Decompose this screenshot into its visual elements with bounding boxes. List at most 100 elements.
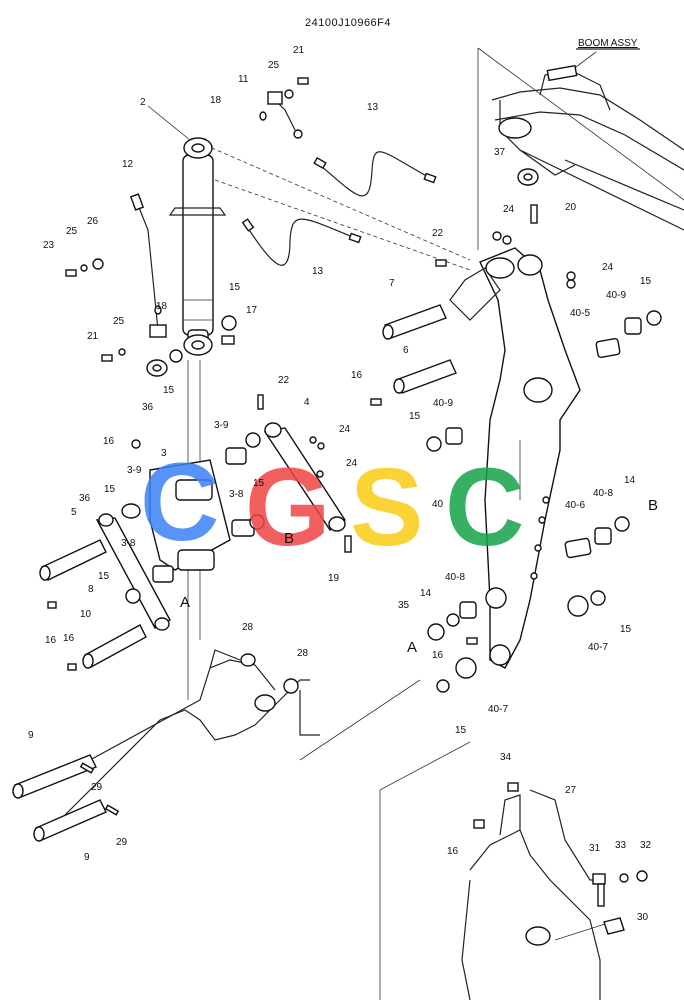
label-17: 17 [246,305,258,316]
label-12: 12 [122,159,134,170]
label-18b: 18 [156,301,168,312]
label-25b: 25 [66,226,78,237]
left-links-pins [39,503,171,671]
label-24b: 24 [602,262,614,273]
leader-lines [187,47,684,1000]
label-25a: 25 [268,60,280,71]
label-35: 35 [398,600,410,611]
label-7: 7 [389,278,395,289]
label-26: 26 [87,216,99,227]
label-16a: 16 [351,370,363,381]
label-8: 8 [88,584,94,595]
label-25c: 25 [113,316,125,327]
boom-body [449,247,581,669]
label-10: 10 [80,609,92,620]
label-21a: 21 [293,45,305,56]
label-16d: 16 [45,635,57,646]
part-labels: 2 21 25 11 18 13 12 23 25 26 13 18 21 25… [28,45,658,923]
boom-cylinder [168,137,227,356]
boom-assy-reference: BOOM ASSY [491,38,684,231]
label-23: 23 [43,240,55,251]
label-40: 40 [432,499,444,510]
label-32: 32 [640,840,652,851]
label-34: 34 [500,752,512,763]
label-5: 5 [71,507,77,518]
label-40-9a: 40-9 [606,290,626,301]
label-15b: 15 [163,385,175,396]
watermark-letter-3: S [350,446,423,569]
link-assembly [131,394,352,583]
pins-6-7 [370,259,463,452]
label-36b: 36 [79,493,91,504]
label-3-8b: 3-8 [121,538,136,549]
label-15a: 15 [229,282,241,293]
label-22b: 22 [278,375,290,386]
label-16f: 16 [447,846,459,857]
boom-assy-label: BOOM ASSY [578,38,638,49]
label-22a: 22 [432,228,444,239]
label-4: 4 [304,397,310,408]
ref-a-boom: A [407,639,417,656]
label-24d: 24 [346,458,358,469]
label-24a: 24 [503,204,515,215]
label-19: 19 [328,573,340,584]
label-20: 20 [565,202,577,213]
label-28b: 28 [297,648,309,659]
label-9a: 9 [28,730,34,741]
label-16c: 16 [63,633,75,644]
label-15h: 15 [620,624,632,635]
label-40-8a: 40-8 [593,488,613,499]
label-16b: 16 [103,436,115,447]
label-6: 6 [403,345,409,356]
label-40-8b: 40-8 [445,572,465,583]
label-15d: 15 [409,411,421,422]
label-2: 2 [140,97,146,108]
bushings-right-top [492,168,662,359]
label-40-9b: 40-9 [433,398,453,409]
label-9b: 9 [84,852,90,863]
ref-b-link: B [284,530,294,547]
label-3-9a: 3-9 [214,420,229,431]
frame-pins [12,649,320,842]
label-13b: 13 [312,266,324,277]
label-15e: 15 [104,484,116,495]
watermark-letter-4: C [445,446,524,569]
label-37: 37 [494,147,506,158]
watermark: C G S C [140,441,524,569]
watermark-letter-1: C [140,441,219,564]
drawing-number: 24100J10966F4 [305,17,391,29]
ref-a-left: A [180,594,190,611]
label-13a: 13 [367,102,379,113]
label-15c: 15 [640,276,652,287]
label-3-8a: 3-8 [229,489,244,500]
label-14b: 14 [420,588,432,599]
bushings-right-lower [427,516,630,693]
watermark-letter-2: G [245,446,331,569]
label-40-5: 40-5 [570,308,590,319]
label-16e: 16 [432,650,444,661]
label-40-7a: 40-7 [588,642,608,653]
label-11: 11 [238,74,249,85]
label-14a: 14 [624,475,636,486]
label-33: 33 [615,840,627,851]
grease-pipe-parts [65,77,309,377]
label-29b: 29 [116,837,128,848]
label-29a: 29 [91,782,103,793]
label-24c: 24 [339,424,351,435]
label-36a: 36 [142,402,154,413]
label-3-9b: 3-9 [127,465,142,476]
label-15i: 15 [455,725,467,736]
label-18a: 18 [210,95,222,106]
label-40-6: 40-6 [565,500,585,511]
label-21b: 21 [87,331,99,342]
label-31: 31 [589,843,601,854]
ref-b-right: B [648,497,658,514]
label-40-7b: 40-7 [488,704,508,715]
hoses [241,151,437,266]
label-28a: 28 [242,622,254,633]
label-27: 27 [565,785,577,796]
label-30: 30 [637,912,649,923]
detail-inset [461,782,648,1000]
label-3: 3 [161,448,167,459]
